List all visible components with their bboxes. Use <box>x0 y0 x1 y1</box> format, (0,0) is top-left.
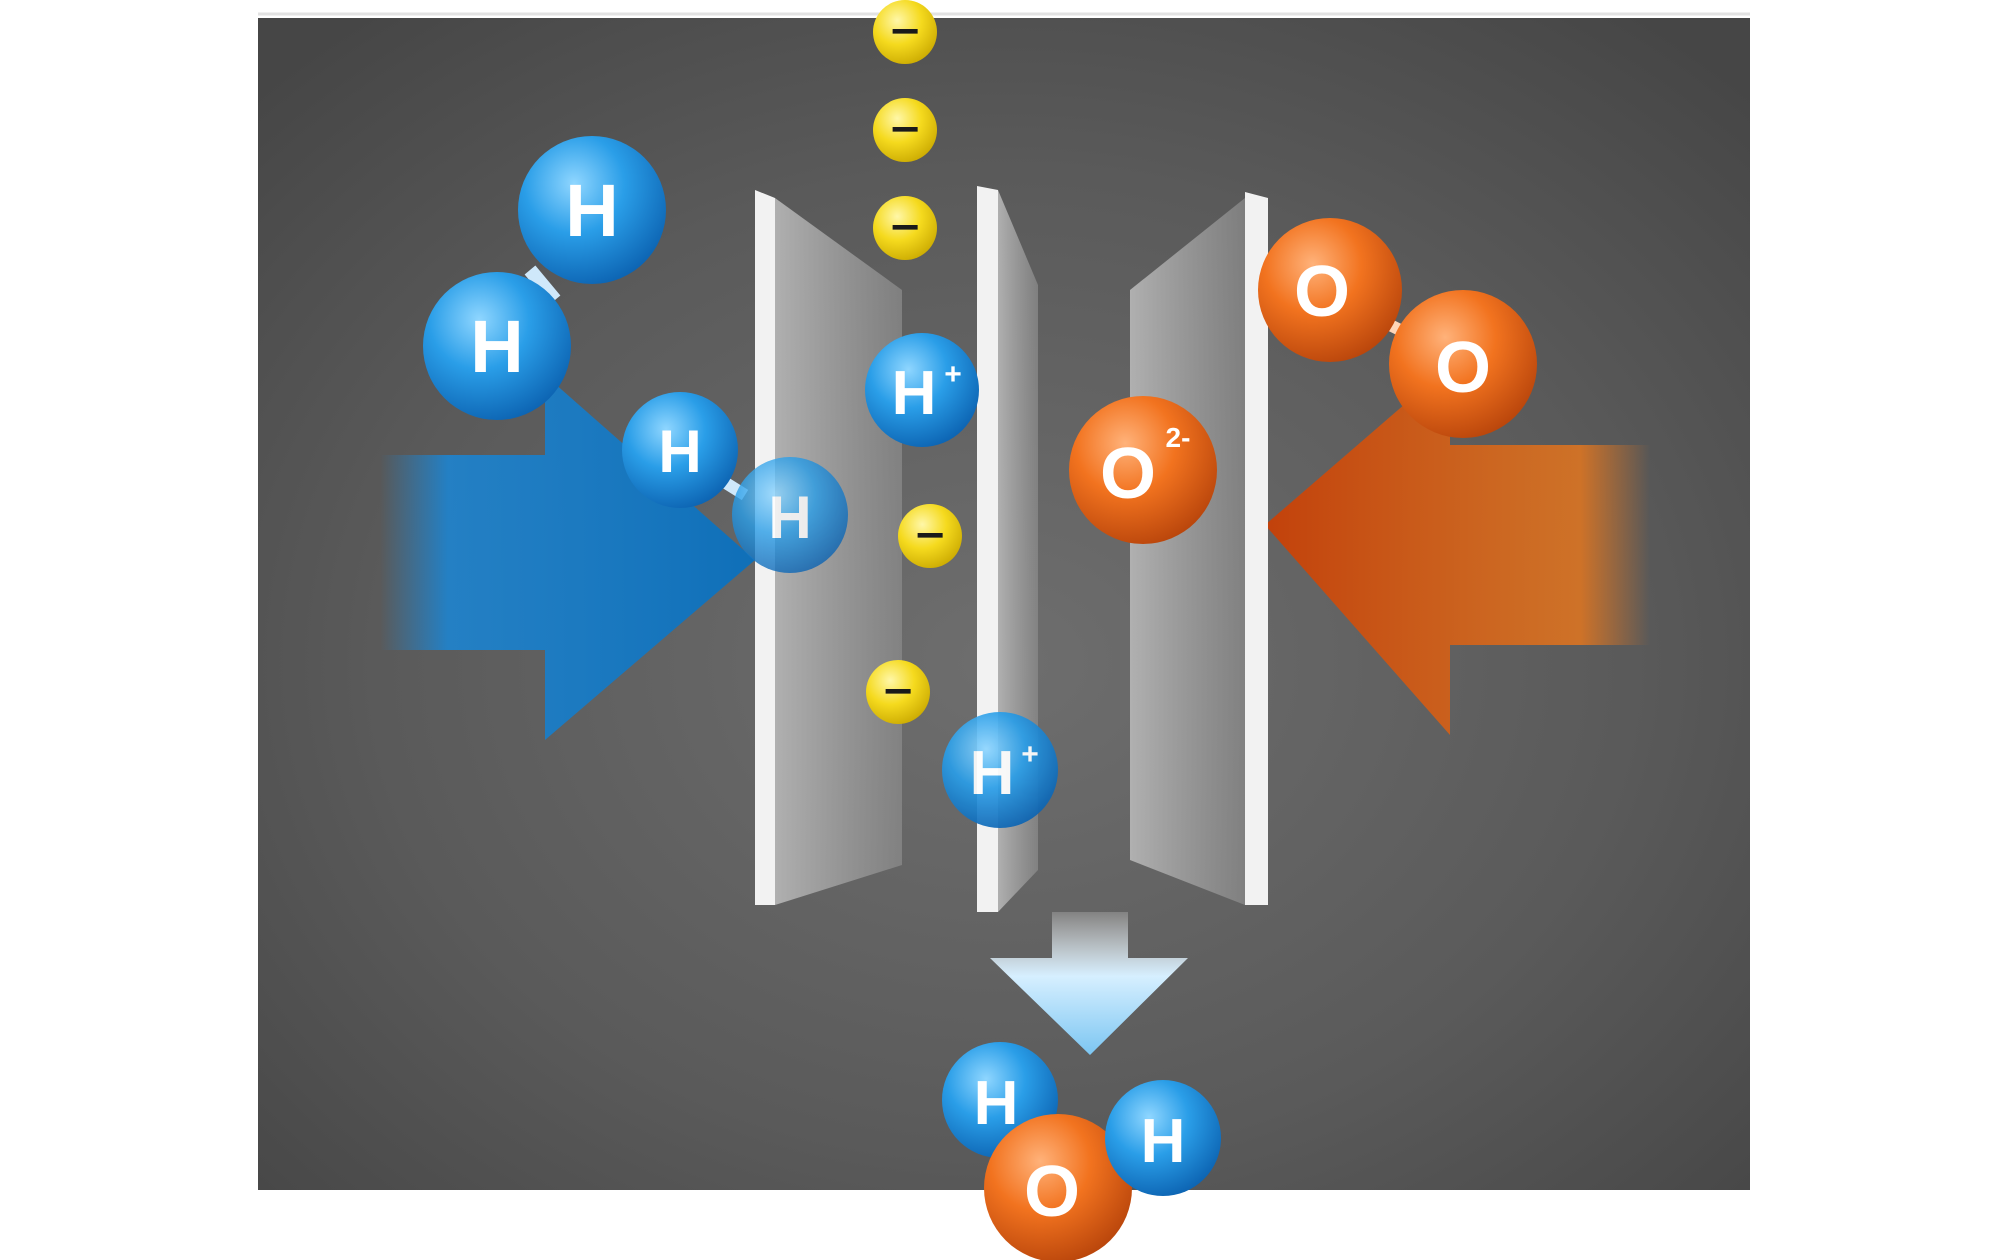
oxygen-input-arrow <box>1265 365 1650 735</box>
atom-symbol: H <box>565 169 618 252</box>
atom-symbol: O <box>1024 1152 1080 1232</box>
ion-symbol: H <box>892 359 937 428</box>
atom-symbol: O <box>1294 252 1350 332</box>
electron: − <box>873 196 937 260</box>
electron-symbol: − <box>888 8 922 54</box>
hydrogen-atom: H <box>732 457 848 573</box>
electron: − <box>873 0 937 64</box>
cathode-plate <box>1130 192 1268 905</box>
hydrogen-molecule-entering: H H <box>622 392 848 573</box>
oxygen-molecule: O O <box>1258 218 1537 438</box>
water-molecule: H O H <box>942 1042 1221 1260</box>
hydrogen-atom: H <box>1105 1080 1221 1196</box>
oxide-ion: O 2- <box>1069 396 1217 544</box>
hydrogen-atom: H <box>622 392 738 508</box>
electron-group: − − − − − <box>866 0 962 724</box>
atom-symbol: O <box>1435 328 1491 408</box>
atom-symbol: H <box>658 418 701 485</box>
hydrogen-atom: H <box>518 136 666 284</box>
electron-symbol: − <box>881 668 915 714</box>
ion-symbol: O <box>1100 434 1156 514</box>
ion-charge: 2- <box>1166 422 1191 453</box>
electron: − <box>873 98 937 162</box>
ion-charge: + <box>1021 738 1039 771</box>
ion-charge: + <box>944 358 962 391</box>
oxygen-atom: O <box>1258 218 1402 362</box>
oxygen-atom: O <box>1389 290 1537 438</box>
hydrogen-molecule-top: H H <box>423 136 666 420</box>
ion-symbol: H <box>970 739 1015 808</box>
electron: − <box>866 660 930 724</box>
oxygen-atom: O <box>984 1114 1132 1260</box>
proton-ion-lower: H + <box>942 712 1058 828</box>
hydrogen-input-arrow <box>380 375 755 740</box>
atom-symbol: H <box>768 484 811 551</box>
hydrogen-atom: H <box>423 272 571 420</box>
atom-symbol: H <box>1141 1107 1186 1176</box>
water-output-arrow <box>990 912 1188 1055</box>
electron-symbol: − <box>913 512 947 558</box>
electron-symbol: − <box>888 204 922 250</box>
atom-symbol: H <box>974 1069 1019 1138</box>
electron: − <box>898 504 962 568</box>
electron-symbol: − <box>888 106 922 152</box>
atom-symbol: H <box>470 305 523 388</box>
proton-ion-upper: H + <box>865 333 979 447</box>
